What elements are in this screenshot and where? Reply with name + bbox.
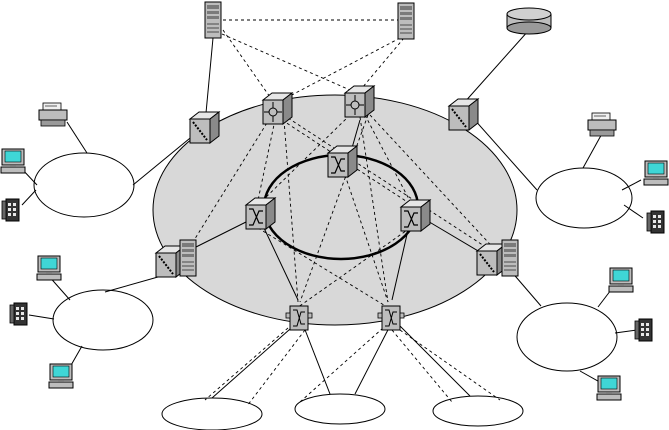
workstation-icon: [48, 363, 74, 389]
printer-icon: [587, 112, 617, 137]
server-icon: [397, 2, 415, 40]
workstation-icon: [608, 267, 634, 293]
lan-cloud-bottom-center: [294, 393, 386, 425]
server-icon: [501, 239, 519, 277]
workstation-icon: [643, 160, 669, 186]
bridge-icon: [448, 98, 479, 131]
bridge-icon: [189, 111, 220, 144]
server-icon: [204, 1, 222, 39]
phone-icon: [646, 210, 665, 234]
dashed-links: [182, 19, 501, 407]
phone-icon: [9, 302, 28, 326]
router-icon: [344, 85, 375, 118]
access-switch-icon: [285, 305, 313, 331]
router-icon: [262, 92, 293, 125]
atm-switch-icon: [245, 197, 276, 230]
lan-cloud-left-lower: [52, 289, 154, 351]
workstation-icon: [0, 148, 26, 174]
lan-cloud-bottom-left: [161, 397, 263, 430]
workstation-icon: [596, 375, 622, 401]
storage-disk-icon: [506, 7, 552, 35]
workstation-icon: [36, 255, 62, 281]
backbone-cloud: [152, 94, 518, 326]
phone-icon: [634, 318, 653, 342]
printer-icon: [38, 102, 68, 127]
access-switch-icon: [377, 305, 405, 331]
atm-switch-icon: [400, 199, 431, 232]
lan-cloud-right-lower: [516, 302, 618, 372]
lan-cloud-bottom-right: [432, 395, 524, 427]
lan-cloud-right-upper: [535, 167, 633, 229]
lan-cloud-left-upper: [33, 152, 135, 218]
server-icon: [179, 239, 197, 277]
phone-icon: [1, 198, 20, 222]
atm-switch-icon: [327, 145, 358, 178]
